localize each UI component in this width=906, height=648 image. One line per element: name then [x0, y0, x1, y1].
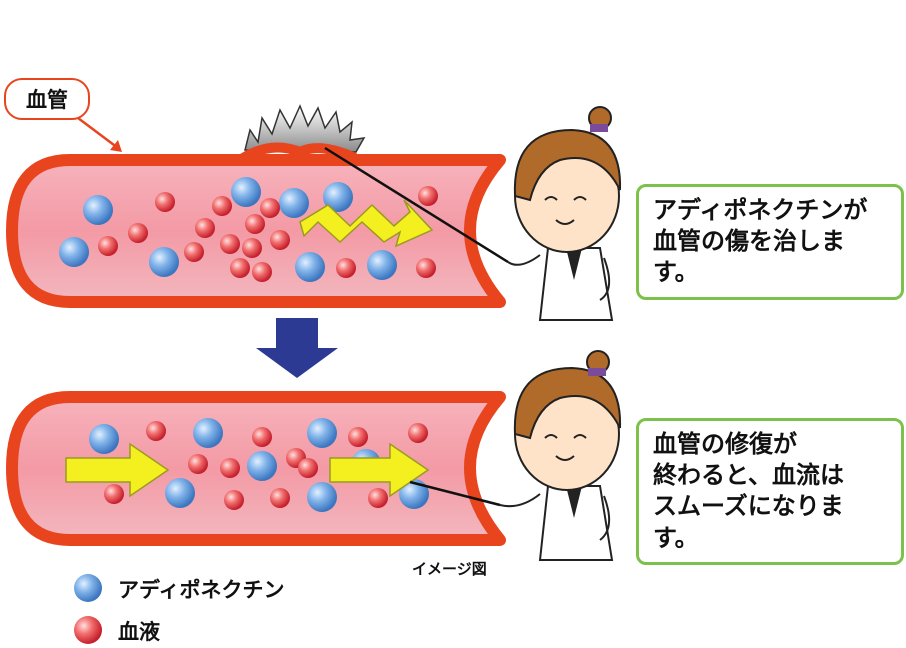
- doctor-bottom: [499, 350, 622, 561]
- bubble-bottom-line-1: 血管の修復が: [653, 430, 797, 458]
- bubble-top-line-2: 血管の傷を治します。: [653, 227, 845, 287]
- wound-burst: [244, 104, 366, 153]
- particles-bottom: [89, 418, 429, 512]
- legend-label-adiponectin: アディポネクチン: [118, 578, 285, 602]
- doctor-top: [507, 106, 622, 321]
- vessel-label: 血管: [4, 78, 90, 120]
- particles-top: [59, 177, 438, 282]
- pointer-stick-top: [324, 146, 509, 264]
- legend-red-sphere-icon: [74, 616, 102, 644]
- down-arrow-icon: [256, 318, 338, 378]
- bubble-bottom-line-2: 終わると、血流は: [653, 461, 845, 490]
- speech-bubble-top: アディポネクチンが 血管の傷を治します。: [636, 184, 904, 300]
- legend-label-blood: 血液: [118, 620, 160, 644]
- legend-blue-sphere-icon: [74, 574, 102, 602]
- legend-item-adiponectin: アディポネクチン: [118, 574, 285, 604]
- zigzag-arrow-icon: [299, 199, 434, 248]
- flow-arrow-right-icon: [329, 442, 430, 498]
- legend-item-blood: 血液: [118, 616, 160, 646]
- bubble-top-line-1: アディポネクチンが: [653, 196, 868, 224]
- speech-bubble-bottom: 血管の修復が 終わると、血流は スムーズになります。: [636, 418, 904, 565]
- pointer-stick-bottom: [409, 480, 501, 507]
- image-caption: イメージ図: [412, 560, 487, 578]
- vessel-label-text: 血管: [26, 88, 68, 112]
- bubble-bottom-line-3: スムーズになります。: [653, 492, 844, 552]
- flow-arrow-left-icon: [65, 442, 170, 498]
